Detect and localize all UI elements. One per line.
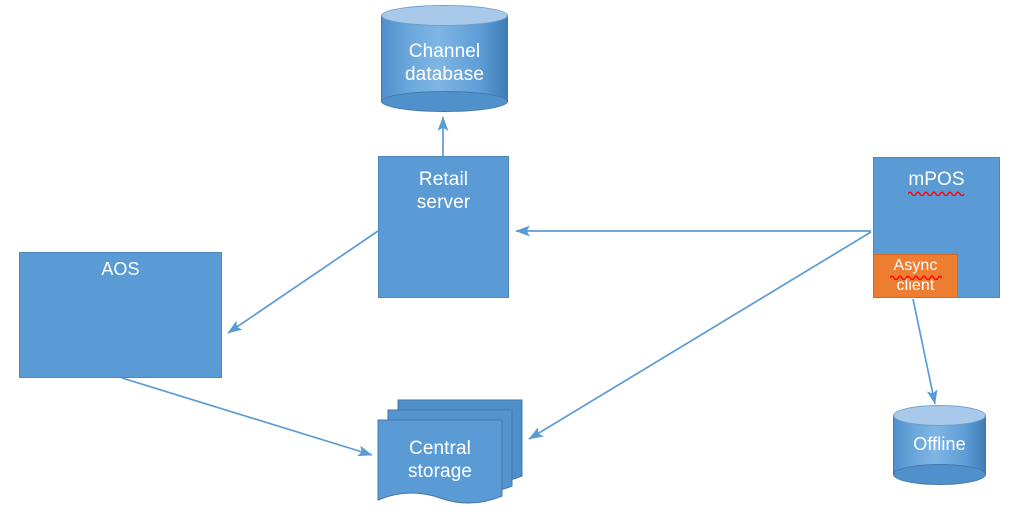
connector-async-client-to-offline [912, 298, 938, 405]
cylinder-top [893, 405, 986, 426]
document-sheet-front [377, 419, 503, 504]
connector-aos-to-central-storage [121, 377, 373, 457]
cylinder-top [381, 5, 508, 26]
connector-retail-to-aos [227, 230, 379, 334]
cylinder-body [381, 15, 508, 102]
node-async-client[interactable] [873, 254, 958, 298]
connector-mpos-to-central-storage [528, 231, 872, 440]
node-aos[interactable] [19, 252, 222, 378]
node-offline[interactable] [893, 405, 986, 485]
node-retail-server[interactable] [378, 156, 509, 298]
node-central-storage[interactable] [377, 399, 523, 510]
cylinder-bottom [893, 464, 986, 485]
node-channel-database[interactable] [381, 5, 508, 112]
cylinder-bottom [381, 91, 508, 112]
